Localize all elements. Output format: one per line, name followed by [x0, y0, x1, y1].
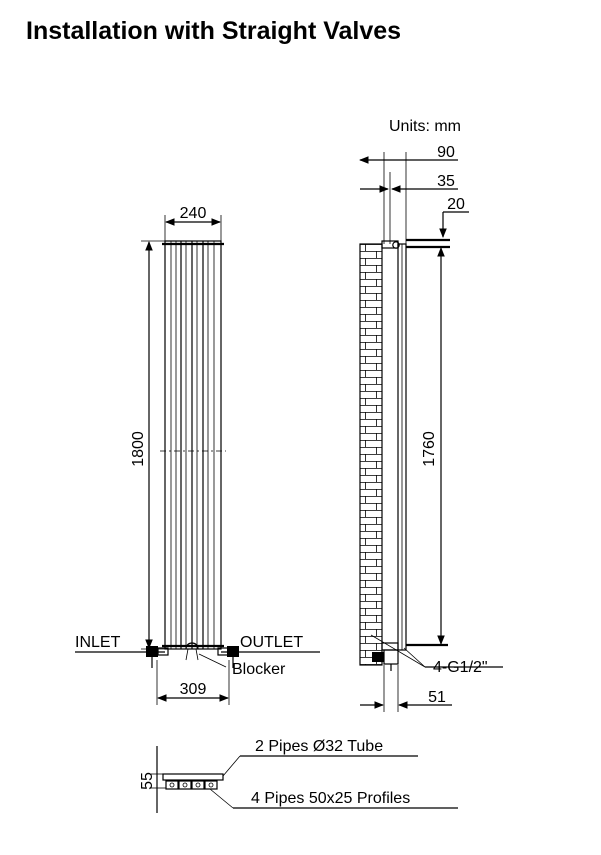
dim-1760-label: 1760	[421, 431, 438, 467]
dim-55-label: 55	[139, 772, 156, 790]
profile-leader	[209, 788, 234, 809]
profile-label: 4 Pipes 50x25 Profiles	[251, 790, 410, 807]
side-view: Units: mm 90 35 20	[359, 118, 503, 712]
profile-sections	[165, 780, 218, 790]
radiator-front-outline	[164, 240, 222, 650]
tube-label: 2 Pipes Ø32 Tube	[255, 738, 383, 755]
section-view: 55 2 Pipes Ø32 Tube 4 Pipes 50x25 Profil…	[139, 738, 458, 813]
radiator-profiles	[170, 241, 215, 649]
page-title: Installation with Straight Valves	[26, 17, 402, 45]
blocker-symbol	[185, 642, 199, 650]
dim-35-label: 35	[437, 173, 455, 190]
dim-51-label: 51	[428, 689, 446, 706]
outlet-label: OUTLET	[240, 634, 303, 651]
blocker-label: Blocker	[232, 661, 286, 678]
tube-leader	[222, 755, 241, 777]
dim-90-label: 90	[437, 144, 455, 161]
height-dimension-label: 1800	[130, 431, 147, 467]
front-view: 240 1800 INLET OUTLET Blocker 309	[75, 205, 320, 705]
valve-spacing-label: 309	[180, 681, 207, 698]
units-label: Units: mm	[389, 118, 461, 135]
width-dimension-label: 240	[180, 205, 207, 222]
tube-section	[162, 773, 224, 781]
inlet-valve	[146, 646, 169, 668]
connection-label: 4-G1/2"	[433, 659, 488, 676]
side-valve	[372, 649, 399, 671]
blocker-leader	[198, 653, 227, 668]
inlet-label: INLET	[75, 634, 121, 651]
dim-20-label: 20	[447, 196, 465, 213]
connection-leader	[370, 634, 426, 668]
outlet-valve	[217, 646, 239, 668]
wall-bricks	[359, 243, 383, 666]
